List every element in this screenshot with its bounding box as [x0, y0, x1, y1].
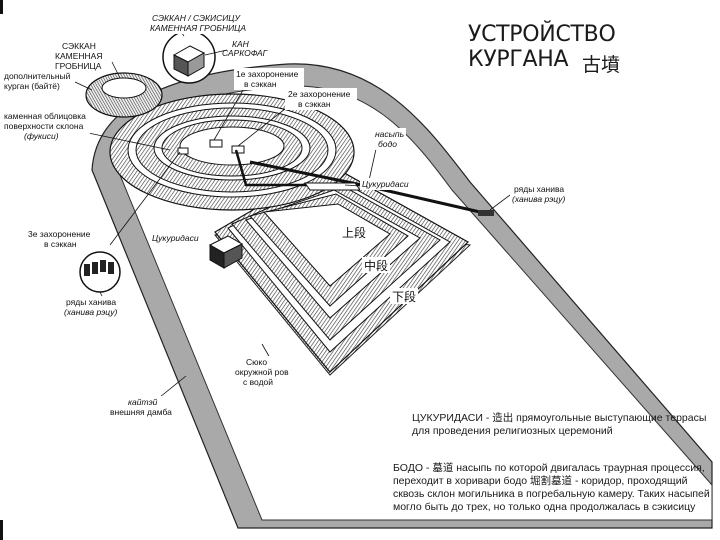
- title-japanese: 古墳: [582, 54, 621, 76]
- tier-label-lower-text: 下段: [392, 289, 416, 304]
- haniwa-right-marker: [478, 210, 494, 216]
- burial-chamber-3: [177, 147, 189, 155]
- tier-label-upper-text: 上段: [342, 225, 366, 240]
- label-burial1-line2: в сэккан: [244, 79, 277, 89]
- tier-label-upper: 上段: [340, 224, 368, 240]
- title-russian: УСТРОЙСТВО КУРГАНА: [468, 22, 616, 72]
- label-haniwa-right-line1: ряды ханива: [514, 184, 564, 194]
- label-moat-line3: с водой: [243, 377, 273, 387]
- label-moat: Сюко окружной ров с водой: [233, 356, 289, 388]
- label-outer-wall-line2: внешняя дамба: [110, 407, 172, 417]
- label-burial1: 1е захоронение в сэккан: [234, 68, 304, 90]
- label-kan-line2: САРКОФАГ: [222, 48, 269, 58]
- label-tsukuridashi-right-text: Цукуридаси: [362, 179, 409, 189]
- label-moat-line2: окружной ров: [235, 367, 289, 377]
- label-extra-mound: дополнительный курган (байтё): [2, 70, 74, 92]
- label-bodo: насыпь бодо: [372, 128, 406, 150]
- label-bodo-line1: насыпь: [375, 129, 404, 139]
- label-sekkan: СЭККАН КАМЕННАЯ ГРОБНИЦА: [52, 40, 102, 71]
- label-bodo-line2: бодо: [378, 139, 397, 149]
- inset-sekkan-box-side: [187, 52, 205, 77]
- label-burial1-line1: 1е захоронение: [236, 69, 299, 79]
- label-haniwa-right: ряды ханива (ханива рэцу): [510, 183, 576, 205]
- label-burial3-line1: 3е захоронение: [28, 229, 91, 239]
- label-extra-mound-line1: дополнительный: [4, 71, 71, 81]
- label-haniwa-left-line2: (ханива рэцу): [64, 307, 117, 317]
- label-outer-wall: кайтэй внешняя дамба: [108, 396, 178, 418]
- label-haniwa-right-line2: (ханива рэцу): [512, 194, 565, 204]
- label-burial2-line1: 2е захоронение: [288, 89, 351, 99]
- label-outer-wall-line1: кайтэй: [128, 397, 158, 407]
- label-burial3-line2: в сэккан: [44, 239, 77, 249]
- label-moat-line1: Сюко: [246, 357, 267, 367]
- label-sekkan-sekishitsu: СЭККАН / СЭКИСИЦУ КАМЕННАЯ ГРОБНИЦА: [148, 12, 246, 34]
- label-kan-line1: КАН: [232, 39, 250, 49]
- tier-label-lower: 下段: [390, 288, 418, 304]
- label-sekkan-sekishitsu-line2: КАМЕННАЯ ГРОБНИЦА: [150, 23, 246, 33]
- inset-haniwa-cylinders: [84, 260, 114, 276]
- tier-label-middle-text: 中段: [364, 258, 388, 273]
- label-tsukuridashi-left-text: Цукуридаси: [152, 233, 199, 243]
- burial-chamber-1: [209, 139, 223, 148]
- leader-lines: [73, 27, 511, 398]
- label-fukiishi: каменная облицовка поверхности склона (ф…: [2, 110, 90, 142]
- label-burial2-line2: в сэккан: [298, 99, 331, 109]
- label-tsukuridashi-right: Цукуридаси: [360, 178, 420, 190]
- burial-chamber-2: [231, 145, 245, 154]
- label-sekkan-sekishitsu-line1: СЭККАН / СЭКИСИЦУ: [152, 13, 241, 23]
- label-sekkan-line2: КАМЕННАЯ: [55, 51, 102, 61]
- label-sekkan-line3: ГРОБНИЦА: [55, 61, 102, 71]
- label-burial3: 3е захоронение в сэккан: [26, 228, 106, 250]
- label-tsukuridashi-left: Цукуридаси: [150, 232, 210, 244]
- label-haniwa-left: ряды ханива (ханива рэцу): [62, 296, 128, 318]
- label-extra-mound-line2: курган (байтё): [4, 81, 60, 91]
- tsukuridashi-block-front: [223, 243, 243, 269]
- tsukuridashi-terrace-right: [304, 182, 361, 191]
- auxiliary-mound-top: [101, 77, 147, 99]
- label-kan: КАН САРКОФАГ: [222, 39, 269, 58]
- note-bodo: БОДО - 墓道 насыпь по которой двигалась тр…: [393, 462, 710, 513]
- label-haniwa-left-line1: ряды ханива: [66, 297, 116, 307]
- label-fukiishi-line2: поверхности склона: [4, 121, 84, 131]
- label-fukiishi-line3: (фукиси): [24, 131, 59, 141]
- note-tsukuridashi: ЦУКУРИДАСИ - 造出 прямоугольные выступающи…: [412, 412, 707, 437]
- label-burial2: 2е захоронение в сэккан: [285, 88, 357, 110]
- label-sekkan-line1: СЭККАН: [62, 41, 96, 51]
- label-fukiishi-line1: каменная облицовка: [4, 111, 86, 121]
- tier-label-middle: 中段: [362, 257, 390, 273]
